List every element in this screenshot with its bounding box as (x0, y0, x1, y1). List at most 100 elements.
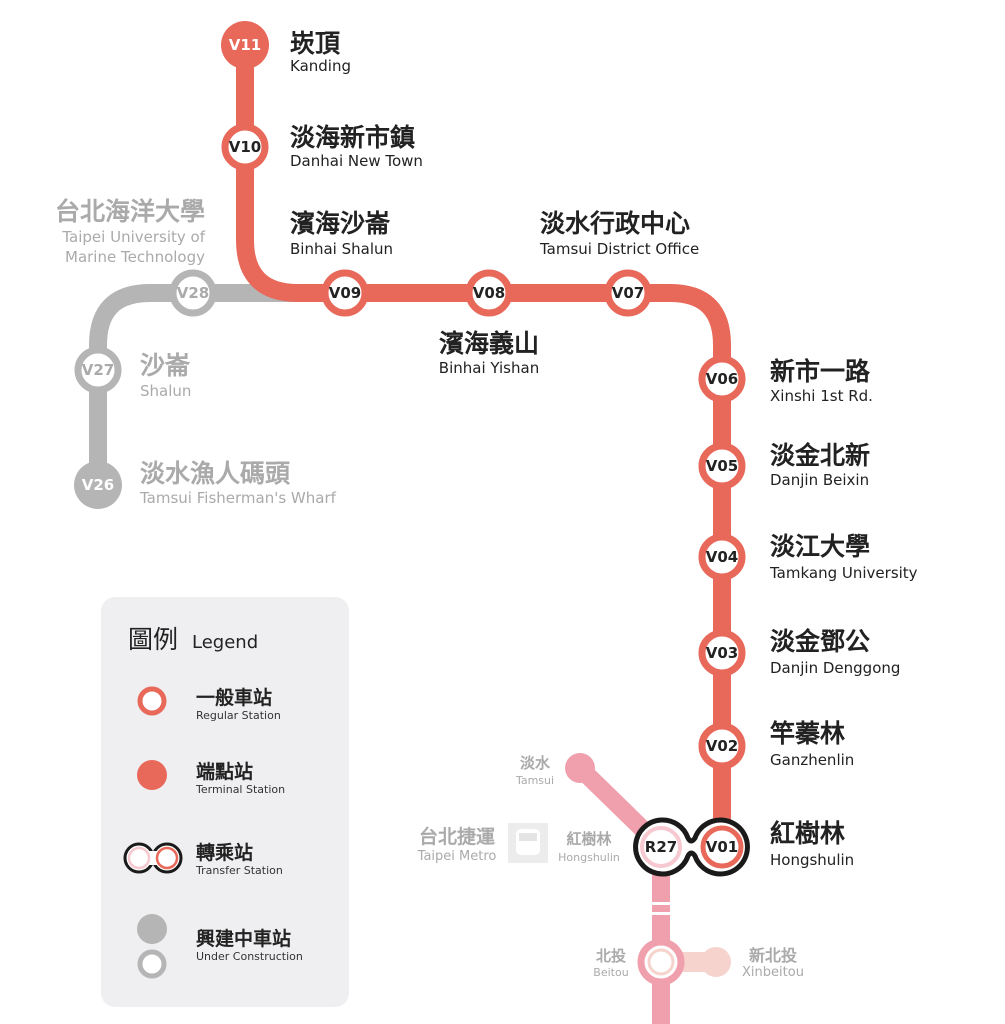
legend-title-zh: 圖例 (128, 625, 178, 654)
legend-label-zh: 興建中車站 (196, 927, 291, 950)
station-name-zh: 竿蓁林 (770, 719, 845, 748)
station-name-en: Shalun (140, 382, 191, 400)
station-name-en: Taipei University of (61, 228, 205, 246)
station-code: V04 (706, 548, 738, 566)
xinbeitou-terminal-dot (701, 947, 731, 977)
station-v09[interactable]: V09 濱海沙崙 Binhai Shalun (290, 209, 393, 317)
station-code: V06 (706, 370, 738, 388)
beitou-en: Beitou (593, 966, 628, 979)
station-name-en: Ganzhenlin (770, 751, 854, 769)
station-code: V07 (612, 284, 644, 302)
station-name-zh: 淡江大學 (770, 532, 870, 561)
station-v27[interactable]: V27 沙崙 Shalun (74, 346, 191, 400)
station-name-zh: 淡金鄧公 (770, 627, 870, 656)
station-code: V09 (329, 284, 361, 302)
legend-label-en: Regular Station (196, 709, 281, 722)
station-name-zh: 淡金北新 (770, 441, 870, 470)
station-code: V26 (82, 476, 114, 494)
beitou-zh: 北投 (596, 947, 626, 965)
station-v04[interactable]: V04 淡江大學 Tamkang University (698, 532, 918, 582)
regular-station-marker (698, 355, 746, 403)
station-name-zh: 沙崙 (140, 351, 191, 380)
station-name-en: Danhai New Town (290, 152, 423, 170)
station-name-en: Binhai Yishan (439, 359, 539, 377)
station-name-zh: 濱海義山 (439, 329, 539, 358)
regular-station-marker (465, 269, 513, 317)
station-name-en: Tamsui Fisherman's Wharf (139, 489, 337, 507)
station-name-en: Tamsui District Office (539, 240, 699, 258)
station-code: V10 (229, 138, 261, 156)
construction-terminal-icon (137, 914, 167, 944)
regular-station-marker (698, 629, 746, 677)
xinbeitou-zh: 新北投 (749, 946, 797, 965)
station-v03[interactable]: V03 淡金鄧公 Danjin Denggong (698, 627, 900, 677)
legend-title-en: Legend (192, 632, 258, 653)
terminal-station-icon (137, 760, 167, 790)
terminal-station-marker (221, 21, 269, 69)
taipei-metro-en: Taipei Metro (417, 849, 497, 864)
station-name-en: Danjin Beixin (770, 471, 869, 489)
tamsui-zh: 淡水 (520, 754, 551, 772)
legend-label-en: Under Construction (196, 950, 303, 963)
legend-label-en: Terminal Station (195, 783, 285, 796)
station-name-zh: 淡水行政中心 (540, 209, 690, 238)
station-name-zh: 崁頂 (290, 29, 341, 58)
construction-track (89, 284, 300, 485)
hongshulin-transfer-station[interactable]: R27 (633, 817, 750, 877)
track-stripe (652, 912, 670, 915)
station-code: V11 (229, 36, 261, 54)
hongshulin-metro-en: Hongshulin (558, 851, 620, 864)
station-code: V27 (82, 361, 114, 379)
tamsui-terminal-dot (565, 753, 595, 783)
legend-label-zh: 轉乘站 (196, 841, 253, 864)
regular-station-marker (698, 442, 746, 490)
r27-station-circle (640, 826, 682, 868)
hongshulin-metro-zh: 紅樹林 (566, 830, 612, 848)
regular-station-marker (698, 722, 746, 770)
station-name-zh: 淡水漁人碼頭 (140, 459, 291, 488)
regular-station-marker (74, 346, 122, 394)
station-name-en: Xinshi 1st Rd. (770, 387, 873, 405)
station-name-zh: 紅樹林 (770, 819, 845, 848)
station-name-en: Kanding (290, 57, 351, 75)
legend-label-en: Transfer Station (195, 864, 283, 877)
v01-station-circle (700, 825, 744, 869)
track-stripe (652, 902, 670, 905)
legend-label-zh: 端點站 (196, 760, 253, 783)
tamsui-en: Tamsui (515, 774, 554, 787)
station-name-en: Binhai Shalun (290, 240, 393, 258)
regular-station-icon (137, 686, 167, 716)
station-code: V03 (706, 644, 738, 662)
station-name-zh: 濱海沙崙 (290, 209, 391, 238)
xinbeitou-en: Xinbeitou (742, 965, 804, 980)
station-name-en: Tamkang University (769, 564, 918, 582)
legend-label-zh: 一般車站 (196, 686, 272, 709)
metro-train-icon (508, 823, 548, 863)
station-name-zh: 台北海洋大學 (55, 197, 205, 226)
tamsui-xinyi-line (565, 753, 731, 1024)
construction-station-icon (137, 949, 167, 979)
station-name-en: Danjin Denggong (770, 659, 900, 677)
station-name-zh: 淡海新市鎮 (290, 123, 415, 152)
regular-station-marker (221, 123, 269, 171)
station-name-zh: 新市一路 (770, 357, 871, 386)
regular-station-marker (321, 269, 369, 317)
metro-labels: 淡水 Tamsui 台北捷運 Taipei Metro 紅樹林 Hongshul… (417, 754, 804, 980)
regular-station-marker (169, 269, 217, 317)
station-name-en-line2: Marine Technology (65, 248, 205, 266)
station-code: V05 (706, 457, 738, 475)
station-v07[interactable]: V07 淡水行政中心 Tamsui District Office (539, 209, 699, 317)
taipei-metro-zh: 台北捷運 (419, 825, 495, 848)
terminal-station-marker (74, 461, 122, 509)
